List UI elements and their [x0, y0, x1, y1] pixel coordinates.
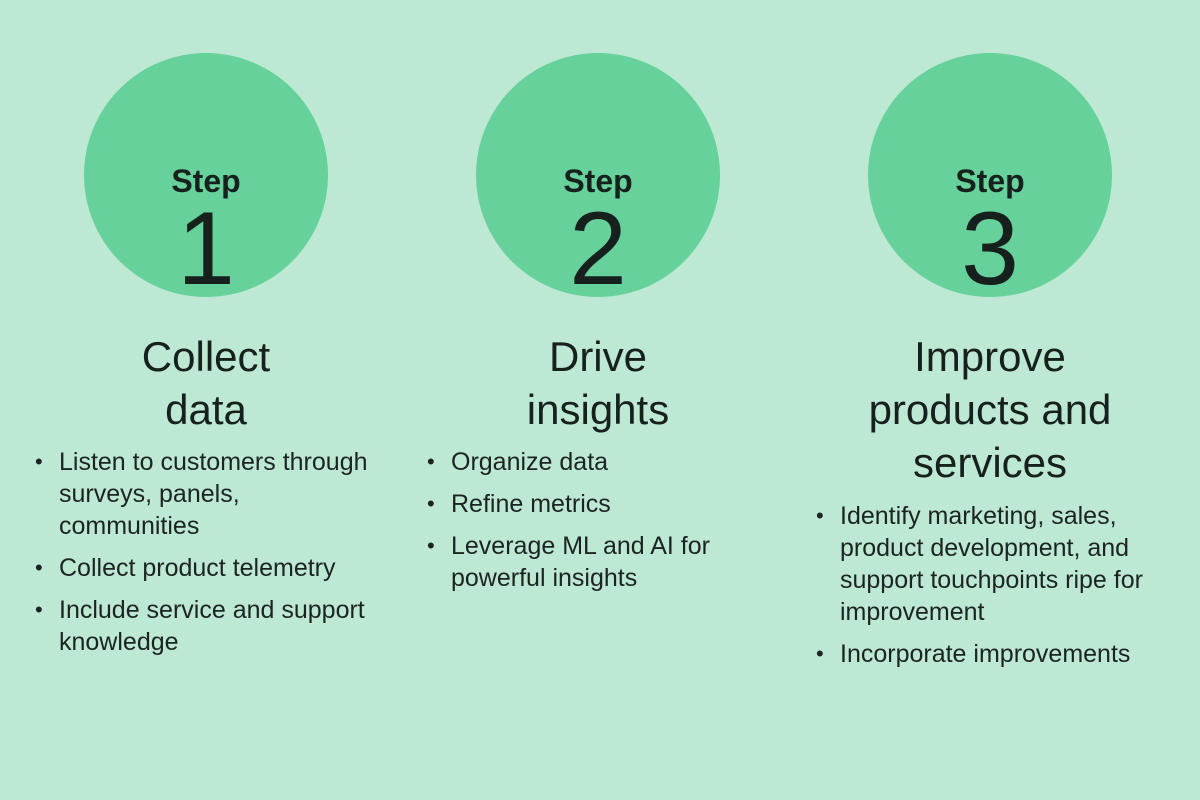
step-number: 2 — [569, 191, 627, 307]
bullet-item: Include service and support knowledge — [35, 594, 380, 658]
bullet-item: Organize data — [427, 446, 772, 478]
step-heading-line: data — [165, 386, 247, 433]
step-heading: Improve products and services — [794, 330, 1186, 489]
step-number: 1 — [177, 191, 235, 307]
step-label: Step — [955, 163, 1025, 199]
bullet-item: Identify marketing, sales, product devel… — [816, 500, 1166, 628]
step-bullet-list: Organize data Refine metrics Leverage ML… — [427, 446, 772, 604]
bullet-item: Collect product telemetry — [35, 552, 380, 584]
bullet-item: Leverage ML and AI for powerful insights — [427, 530, 772, 594]
step-circle-2: Step 2 — [476, 53, 720, 305]
step-heading: Collect data — [10, 330, 402, 436]
bullet-item: Refine metrics — [427, 488, 772, 520]
step-heading-line: insights — [526, 386, 670, 433]
step-bullet-list: Listen to customers through surveys, pan… — [35, 446, 380, 668]
step-number: 3 — [961, 191, 1019, 307]
step-heading-line: Collect — [141, 333, 271, 380]
step-heading: Drive insights — [402, 330, 794, 436]
step-heading-line: products and — [868, 386, 1112, 433]
bullet-item: Incorporate improvements — [816, 638, 1166, 670]
step-heading-line: Improve — [914, 333, 1066, 380]
step-label: Step — [171, 163, 241, 199]
step-bullet-list: Identify marketing, sales, product devel… — [816, 500, 1166, 680]
step-column-3: Step 3 Improve products and services Ide… — [794, 0, 1186, 800]
step-label: Step — [563, 163, 633, 199]
step-circle-1: Step 1 — [84, 53, 328, 305]
step-column-1: Step 1 Collect data Listen to customers … — [10, 0, 402, 800]
step-column-2: Step 2 Drive insights Organize data Refi… — [402, 0, 794, 800]
step-heading-line: Drive — [548, 333, 647, 380]
bullet-item: Listen to customers through surveys, pan… — [35, 446, 380, 542]
step-circle-3: Step 3 — [868, 53, 1112, 305]
step-heading-line: services — [912, 439, 1068, 486]
